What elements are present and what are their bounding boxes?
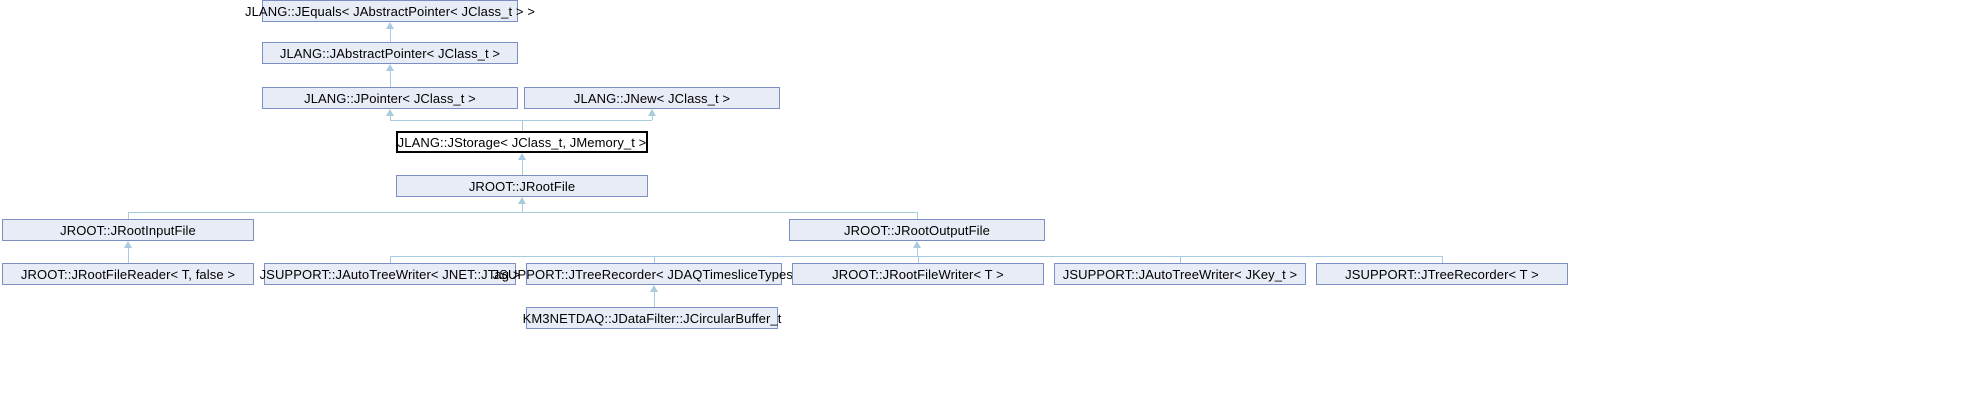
class-node[interactable]: JROOT::JRootFileReader< T, false >	[2, 263, 254, 285]
class-node[interactable]: JLANG::JEquals< JAbstractPointer< JClass…	[245, 0, 535, 22]
inheritance-arrow-icon	[650, 285, 658, 292]
inheritance-arrow-icon	[386, 22, 394, 29]
edge-segment-vertical	[917, 248, 918, 256]
class-node[interactable]: JROOT::JRootOutputFile	[789, 219, 1045, 241]
edge-segment-vertical	[390, 116, 391, 120]
edge-segment-vertical	[1180, 256, 1181, 263]
class-node[interactable]: JLANG::JStorage< JClass_t, JMemory_t >	[396, 131, 648, 153]
edge-segment-vertical	[654, 256, 655, 263]
edge-segment-vertical	[390, 71, 391, 87]
inheritance-arrow-icon	[518, 153, 526, 160]
inheritance-arrow-icon	[913, 241, 921, 248]
class-node[interactable]: JLANG::JNew< JClass_t >	[524, 87, 780, 109]
edge-segment-vertical	[918, 256, 919, 263]
edge-segment-vertical	[654, 292, 655, 307]
class-node[interactable]: JSUPPORT::JTreeRecorder< JDAQTimesliceTy…	[493, 263, 815, 285]
inheritance-arrow-icon	[386, 109, 394, 116]
inheritance-arrow-icon	[124, 241, 132, 248]
edge-segment-vertical	[128, 248, 129, 263]
inheritance-arrow-icon	[648, 109, 656, 116]
edge-segment-vertical	[390, 29, 391, 42]
class-node[interactable]: JSUPPORT::JTreeRecorder< T >	[1316, 263, 1568, 285]
class-node[interactable]: JSUPPORT::JAutoTreeWriter< JKey_t >	[1054, 263, 1306, 285]
edge-segment-vertical	[917, 212, 918, 219]
edge-segment-horizontal	[390, 256, 1442, 257]
class-node[interactable]: JSUPPORT::JAutoTreeWriter< JNET::JTag >	[260, 263, 520, 285]
class-node[interactable]: JROOT::JRootInputFile	[2, 219, 254, 241]
class-node[interactable]: JLANG::JPointer< JClass_t >	[262, 87, 518, 109]
class-node[interactable]: JROOT::JRootFile	[396, 175, 648, 197]
edge-segment-vertical	[522, 204, 523, 212]
edge-segment-vertical	[652, 116, 653, 120]
inheritance-arrow-icon	[518, 197, 526, 204]
edge-segment-vertical	[1442, 256, 1443, 263]
inheritance-arrow-icon	[386, 64, 394, 71]
class-node[interactable]: JROOT::JRootFileWriter< T >	[792, 263, 1044, 285]
edge-segment-horizontal	[522, 120, 652, 121]
edge-segment-vertical	[522, 120, 523, 131]
class-node[interactable]: JLANG::JAbstractPointer< JClass_t >	[262, 42, 518, 64]
edge-segment-horizontal	[128, 212, 917, 213]
edge-segment-vertical	[128, 212, 129, 219]
class-node[interactable]: KM3NETDAQ::JDataFilter::JCircularBuffer_…	[523, 307, 781, 329]
edge-segment-vertical	[390, 256, 391, 263]
edge-segment-horizontal	[390, 120, 522, 121]
edge-segment-vertical	[522, 160, 523, 175]
